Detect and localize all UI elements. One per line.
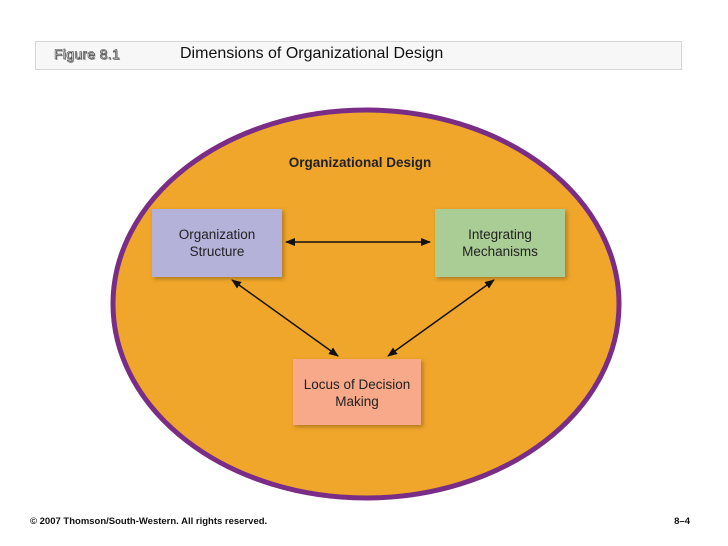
node-locus-of-decision-making: Locus of Decision Making (293, 359, 421, 425)
node-locus-of-decision-making-box (293, 359, 421, 425)
node-integrating-mechanisms-line1: Integrating (468, 227, 532, 242)
figure-title: Dimensions of Organizational Design (180, 45, 444, 62)
footer-page-number: 8–4 (674, 516, 690, 527)
node-organization-structure-line1: Organization (179, 227, 256, 242)
node-organization-structure-line2: Structure (190, 244, 245, 259)
design-ellipse (110, 107, 622, 501)
node-integrating-mechanisms-box (435, 209, 565, 277)
footer-copyright: © 2007 Thomson/South-Western. All rights… (30, 516, 268, 527)
node-locus-of-decision-making-line2: Making (335, 394, 379, 409)
header-bar (35, 41, 682, 70)
diagram-heading: Organizational Design (289, 155, 432, 170)
arrow-integrating-locus (387, 279, 495, 357)
arrow-structure-locus (231, 279, 339, 357)
figure-label: Figure 8.1 (54, 46, 121, 63)
node-integrating-mechanisms: Integrating Mechanisms (435, 209, 565, 277)
node-locus-of-decision-making-line1: Locus of Decision (304, 377, 411, 392)
node-integrating-mechanisms-line2: Mechanisms (462, 244, 538, 259)
node-organization-structure-box (152, 209, 282, 277)
node-organization-structure: Organization Structure (152, 209, 282, 277)
